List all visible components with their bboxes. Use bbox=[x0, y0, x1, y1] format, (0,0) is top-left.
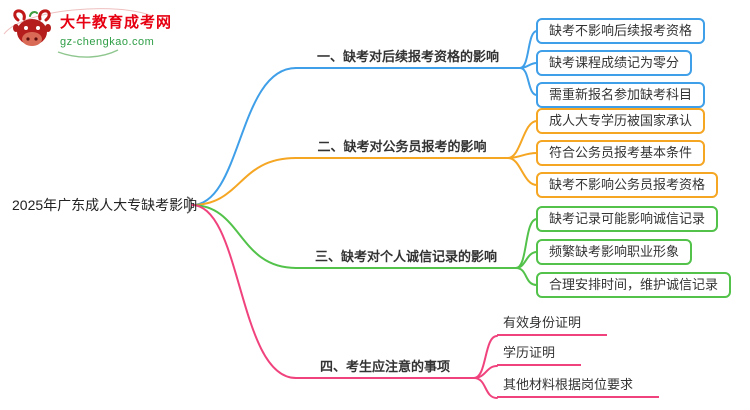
leaf-node-3-1: 缺考记录可能影响诚信记录 bbox=[536, 206, 719, 232]
branch-4-label: 四、考生应注意的事项 bbox=[296, 357, 474, 379]
branch-2-label: 二、缺考对公务员报考的影响 bbox=[296, 137, 508, 159]
leaf-node-1-1: 缺考不影响后续报考资格 bbox=[536, 18, 706, 44]
branch-3-label: 三、缺考对个人诚信记录的影响 bbox=[296, 247, 516, 269]
leaf-node-1-2: 缺考课程成绩记为零分 bbox=[536, 50, 693, 76]
logo-title: 大牛教育成考网 bbox=[60, 14, 173, 31]
leaf-node-4-3: 其他材料根据岗位要求 bbox=[497, 375, 660, 398]
leaf-node-1-3: 需重新报名参加缺考科目 bbox=[536, 82, 706, 108]
site-logo: 大牛教育成考网 gz-chengkao.com bbox=[10, 8, 172, 54]
leaf-node-3-3: 合理安排时间，维护诚信记录 bbox=[536, 272, 732, 298]
branch-2-connectors bbox=[191, 120, 538, 206]
logo-subtitle: gz-chengkao.com bbox=[60, 36, 155, 48]
branch-3-connectors bbox=[191, 204, 538, 286]
logo-text: 大牛教育成考网 gz-chengkao.com bbox=[60, 8, 172, 49]
leaf-node-2-2: 符合公务员报考基本条件 bbox=[536, 140, 706, 166]
leaf-node-4-1: 有效身份证明 bbox=[497, 313, 608, 336]
leaf-node-3-2: 频繁缺考影响职业形象 bbox=[536, 239, 693, 265]
leaf-node-4-2: 学历证明 bbox=[497, 343, 582, 366]
leaf-node-2-1: 成人大专学历被国家承认 bbox=[536, 108, 706, 134]
root-node: 2025年广东成人大专缺考影响 bbox=[12, 197, 198, 213]
leaf-node-2-3: 缺考不影响公务员报考资格 bbox=[536, 172, 719, 198]
decorative-green-swirl bbox=[57, 49, 119, 58]
branch-1-label: 一、缺考对后续报考资格的影响 bbox=[296, 47, 520, 69]
bull-logo-icon bbox=[13, 9, 51, 46]
